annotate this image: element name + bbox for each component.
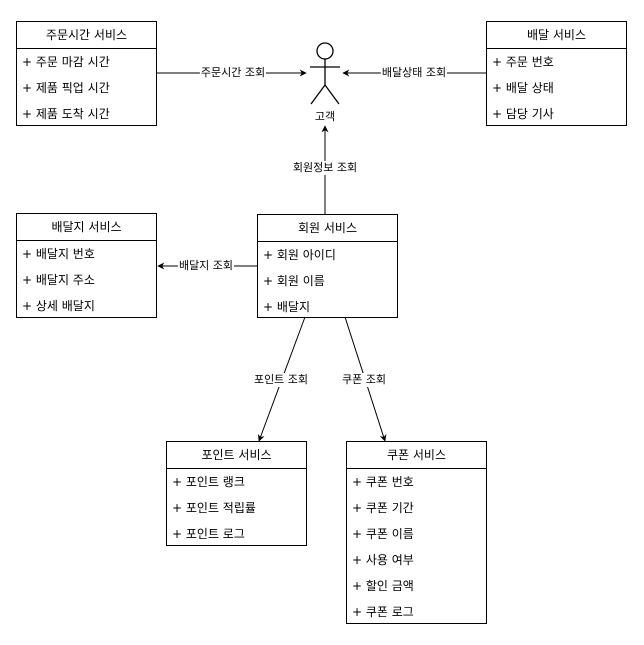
attribute-item: + 쿠폰 이름 xyxy=(352,527,414,541)
attribute-item: + 포인트 랭크 xyxy=(172,475,245,489)
attribute-item: + 담당 기사 xyxy=(492,107,554,121)
customer-actor-icon xyxy=(310,42,340,105)
coupon-service-box[interactable]: 쿠폰 서비스 + 쿠폰 번호 + 쿠폰 기간 + 쿠폰 이름 + 사용 여부 +… xyxy=(346,441,487,624)
attribute-item: + 배달지 주소 xyxy=(22,273,95,287)
edge-label-coupon-query: 쿠폰 조회 xyxy=(341,373,387,387)
attribute-item: + 배달지 xyxy=(263,300,310,314)
edge-label-delivery-status-query: 배달상태 조회 xyxy=(380,66,448,80)
order-time-service-box[interactable]: 주문시간 서비스 + 주문 마감 시간 + 제품 픽업 시간 + 제품 도착 시… xyxy=(16,21,157,126)
attribute-item: + 쿠폰 기간 xyxy=(352,501,414,515)
point-service-title: 포인트 서비스 xyxy=(167,442,306,469)
delivery-service-box[interactable]: 배달 서비스 + 주문 번호 + 배달 상태 + 담당 기사 xyxy=(486,21,627,126)
attribute-item: + 할인 금액 xyxy=(352,579,414,593)
point-service-box[interactable]: 포인트 서비스 + 포인트 랭크 + 포인트 적립률 + 포인트 로그 xyxy=(166,441,307,546)
edge-label-member-info-query: 회원정보 조회 xyxy=(291,161,359,175)
customer-label: 고객 xyxy=(314,110,336,123)
attribute-item: + 포인트 로그 xyxy=(172,527,245,541)
attribute-item: + 제품 픽업 시간 xyxy=(22,81,110,95)
attribute-item: + 포인트 적립률 xyxy=(172,501,256,515)
attribute-item: + 회원 아이디 xyxy=(263,248,336,262)
order-time-service-title: 주문시간 서비스 xyxy=(17,22,156,49)
attribute-item: + 배달 상태 xyxy=(492,81,554,95)
attribute-item: + 상세 배달지 xyxy=(22,299,95,313)
delivery-service-title: 배달 서비스 xyxy=(487,22,626,49)
address-service-title: 배달지 서비스 xyxy=(17,214,156,241)
coupon-service-title: 쿠폰 서비스 xyxy=(347,442,486,469)
attribute-item: + 주문 번호 xyxy=(492,55,554,69)
attribute-item: + 사용 여부 xyxy=(352,553,414,567)
attribute-item: + 회원 이름 xyxy=(263,274,325,288)
edge-label-address-query: 배달지 조회 xyxy=(177,259,235,273)
address-service-box[interactable]: 배달지 서비스 + 배달지 번호 + 배달지 주소 + 상세 배달지 xyxy=(16,213,157,318)
attribute-item: + 주문 마감 시간 xyxy=(22,55,110,69)
edge-label-order-time-query: 주문시간 조회 xyxy=(199,66,267,80)
attribute-item: + 쿠폰 로그 xyxy=(352,605,414,619)
attribute-item: + 배달지 번호 xyxy=(22,247,95,261)
member-service-title: 회원 서비스 xyxy=(258,215,397,242)
edge-label-point-query: 포인트 조회 xyxy=(252,373,310,387)
attribute-item: + 제품 도착 시간 xyxy=(22,107,110,121)
member-service-box[interactable]: 회원 서비스 + 회원 아이디 + 회원 이름 + 배달지 xyxy=(257,214,398,318)
attribute-item: + 쿠폰 번호 xyxy=(352,475,414,489)
